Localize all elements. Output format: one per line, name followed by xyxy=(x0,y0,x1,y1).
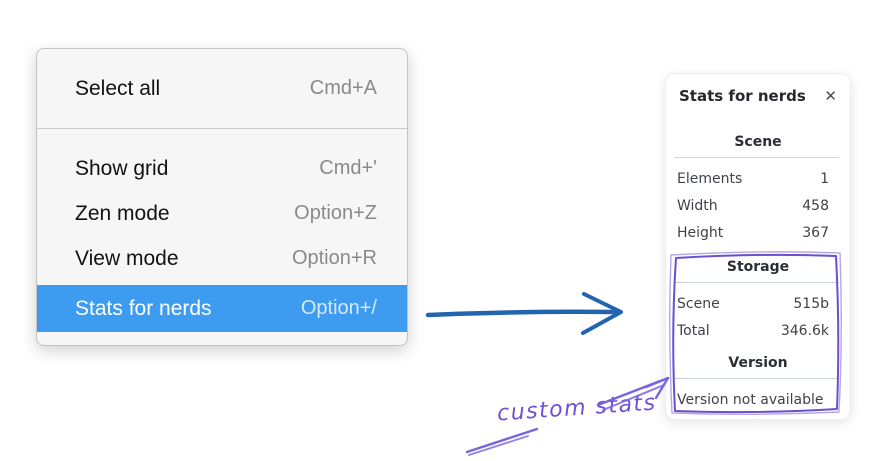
menu-item-label: View mode xyxy=(75,246,179,270)
menu-item-select-all[interactable]: Select all Cmd+A xyxy=(37,49,407,128)
storage-rows: Scene 515b Total 346.6k xyxy=(666,290,850,344)
menu-item-view-mode[interactable]: View mode Option+R xyxy=(37,236,407,281)
stat-value: 346.6k xyxy=(780,322,829,339)
menu-item-label: Show grid xyxy=(75,156,169,180)
menu-item-label: Stats for nerds xyxy=(75,296,212,320)
menu-item-show-grid[interactable]: Show grid Cmd+' xyxy=(37,146,407,191)
stat-value: 1 xyxy=(820,170,829,187)
section-header-scene: Scene xyxy=(734,134,782,150)
stat-label: Width xyxy=(677,197,718,214)
section-divider xyxy=(674,282,839,283)
stat-row-height: Height 367 xyxy=(666,219,850,246)
section-header-version: Version xyxy=(728,355,788,371)
stats-panel-header: Stats for nerds ✕ xyxy=(666,74,850,105)
close-icon[interactable]: ✕ xyxy=(824,86,837,105)
stat-label: Height xyxy=(677,224,724,241)
menu-divider xyxy=(37,128,407,129)
version-note: Version not available xyxy=(677,391,824,408)
scene-rows: Elements 1 Width 458 Height 367 xyxy=(666,165,850,246)
section-divider xyxy=(674,378,839,379)
stat-row-width: Width 458 xyxy=(666,192,850,219)
stats-panel: Stats for nerds ✕ Scene Elements 1 Width… xyxy=(665,73,851,420)
menu-item-shortcut: Option+R xyxy=(291,247,377,269)
stat-value: 458 xyxy=(802,197,829,214)
menu-item-label: Zen mode xyxy=(75,201,170,225)
stat-row-total-size: Total 346.6k xyxy=(666,317,850,344)
stat-value: 367 xyxy=(802,224,829,241)
stats-panel-title: Stats for nerds xyxy=(679,87,806,105)
stat-label: Scene xyxy=(677,295,720,312)
menu-item-shortcut: Cmd+A xyxy=(309,77,377,99)
stat-label: Total xyxy=(677,322,710,339)
menu-section-view: Show grid Cmd+' Zen mode Option+Z View m… xyxy=(37,129,407,332)
stat-value: 515b xyxy=(793,295,829,312)
menu-item-shortcut: Cmd+' xyxy=(319,157,377,179)
menu-item-stats-for-nerds[interactable]: Stats for nerds Option+/ xyxy=(37,285,407,332)
section-divider xyxy=(674,157,839,158)
menu-item-label: Select all xyxy=(75,76,161,100)
stat-label: Elements xyxy=(677,170,743,187)
menu-item-shortcut: Option+/ xyxy=(300,297,377,319)
stat-row-scene-size: Scene 515b xyxy=(666,290,850,317)
context-menu: Select all Cmd+A Show grid Cmd+' Zen mod… xyxy=(36,48,408,346)
custom-stats-arrow-tail xyxy=(465,427,539,456)
blue-arrow xyxy=(425,292,623,335)
menu-item-shortcut: Option+Z xyxy=(294,202,377,224)
custom-stats-annotation: custom stats xyxy=(496,390,658,427)
custom-stats-arrow xyxy=(596,376,670,411)
stat-row-elements: Elements 1 xyxy=(666,165,850,192)
menu-item-zen-mode[interactable]: Zen mode Option+Z xyxy=(37,191,407,236)
section-header-storage: Storage xyxy=(726,259,790,275)
